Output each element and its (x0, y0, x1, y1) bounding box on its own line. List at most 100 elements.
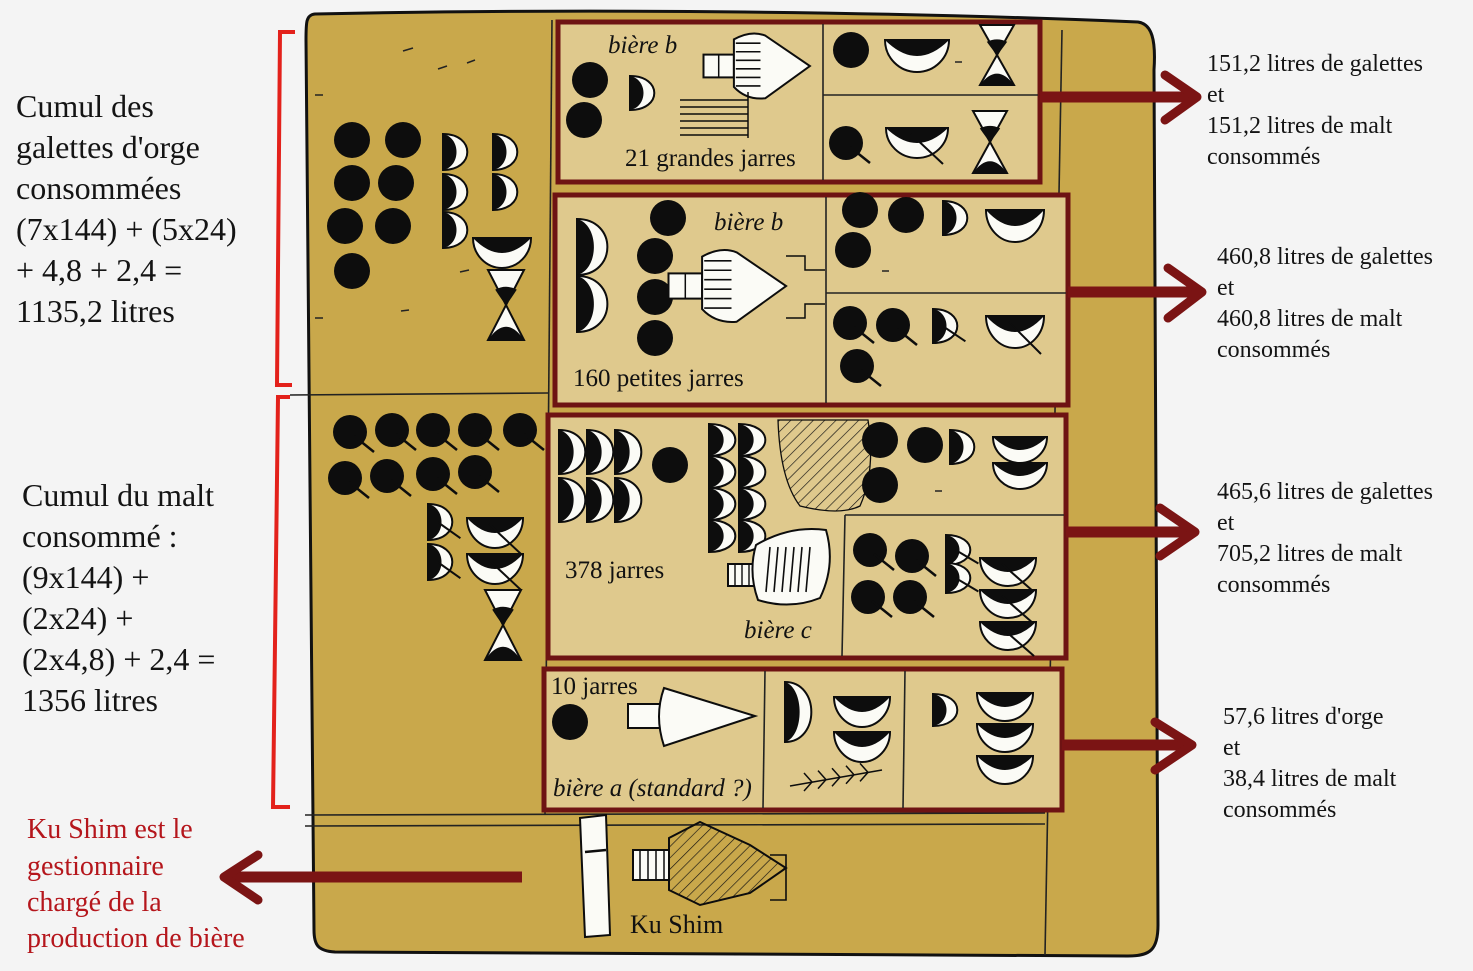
sign-part (980, 73, 1014, 85)
numeral-circle-sign (572, 62, 608, 98)
sign-part (577, 276, 594, 332)
sign-part (739, 424, 754, 456)
d-numeral-sign (784, 680, 813, 744)
sign-part (709, 424, 724, 456)
sign-part (709, 488, 724, 520)
beer-jar-cone-sign (627, 686, 759, 748)
total-note-line: consommés (1223, 797, 1336, 823)
sign-part (353, 435, 375, 453)
sign-part (1001, 595, 1035, 625)
sign-part (817, 770, 828, 790)
numeral-circle-incised-sign (829, 126, 871, 164)
sign-part (860, 369, 882, 387)
d-numeral-incised-sign (945, 533, 979, 567)
numeral-circle-sign (334, 122, 370, 158)
box-labels: bière b 21 grandes jarres bière b 160 pe… (551, 32, 812, 939)
sign-part (578, 813, 612, 939)
sign-part (910, 133, 944, 165)
bowl-sign-incised (978, 621, 1038, 657)
sign-part (630, 76, 644, 110)
numeral-circle-sign (552, 704, 588, 740)
tablet-signs (327, 24, 1049, 939)
arrow-head (1163, 263, 1207, 323)
scratch (437, 65, 448, 70)
sign-part (915, 559, 937, 577)
sign-part (467, 518, 523, 533)
bowl-sign-incised (984, 315, 1046, 355)
total-note-line: et (1207, 82, 1225, 108)
numeral-circle-incised-sign (895, 539, 937, 577)
box3-divider-v (841, 514, 846, 657)
d-numeral-sign (614, 428, 643, 476)
numeral-circle-incised-sign (416, 457, 458, 495)
numeral-circle-incised-sign (851, 580, 893, 618)
total-note-line: consommés (1217, 572, 1330, 598)
numeral-circle-sign (835, 232, 871, 268)
barley-cakes-line: galettes d'orge (16, 129, 200, 165)
jar-lid-sign (786, 255, 825, 319)
ruling-bottom-row-2 (304, 823, 1046, 827)
sign-part (886, 128, 948, 143)
numeral-circle-sign (637, 238, 673, 274)
sign-part (789, 546, 795, 593)
sign-part (473, 238, 531, 253)
sign-part (488, 523, 522, 555)
sign-part (478, 433, 500, 451)
d-numeral-sign (442, 132, 469, 172)
sign-part (933, 694, 947, 726)
sign-part (1001, 563, 1035, 593)
numeral-circle-sign (888, 197, 924, 233)
box3-beer-type: bière c (744, 617, 812, 644)
d-numeral-sign (738, 486, 767, 522)
sign-part (986, 316, 1044, 332)
sign-part (781, 546, 787, 593)
d-numeral-sign (708, 486, 737, 522)
box1-beer-type: bière b (608, 32, 677, 59)
sign-part (467, 554, 523, 569)
scratch (402, 47, 414, 52)
sign-part (348, 481, 370, 499)
beer-jar-sign (702, 32, 812, 100)
numeral-circle-incised-sign (833, 306, 875, 344)
bowl-sign (975, 755, 1035, 785)
numeral-circle-incised-sign (333, 415, 375, 453)
sign-part (443, 134, 457, 170)
d-numeral-sign (708, 518, 737, 554)
sign-part (786, 255, 825, 319)
box2-beer-type: bière b (714, 209, 783, 236)
sign-part (986, 39, 1008, 55)
total-note-line: 460,8 litres de malt (1217, 306, 1403, 332)
manager-note-line: production de bière (27, 923, 245, 954)
d-numeral-sign (586, 476, 615, 524)
bowl-sign (832, 731, 892, 763)
scratch (466, 59, 476, 64)
numeral-circle-sign (378, 165, 414, 201)
box4-jar-count: 10 jarres (551, 673, 638, 700)
bowl-sign (471, 237, 533, 269)
sign-part (773, 546, 779, 593)
arrow-head (1155, 503, 1200, 561)
d-numeral-sign (558, 476, 587, 524)
sign-part (658, 686, 759, 748)
bowl-sign (883, 39, 951, 73)
box4-divider-v1 (762, 670, 766, 809)
d-numeral-incised-sign (945, 561, 979, 595)
numeral-circle-incised-sign (503, 413, 545, 451)
sign-part (871, 600, 893, 618)
sign-part (797, 546, 803, 593)
arrow-right-4 (1062, 717, 1197, 775)
numeral-circle-sign (334, 165, 370, 201)
sign-part (789, 769, 883, 787)
total-note-line: consommés (1217, 337, 1330, 363)
numeral-circle-incised-sign (458, 413, 500, 451)
numeral-circle-sign (327, 208, 363, 244)
sign-part (943, 201, 957, 235)
barley-cakes-line: consommées (16, 170, 181, 206)
numeral-circle-incised-sign (416, 413, 458, 451)
sign-part (577, 219, 594, 275)
sign-part (587, 430, 602, 474)
sign-part (993, 463, 1047, 476)
d-numeral-incised-sign (427, 502, 461, 542)
bowl-sign (975, 692, 1035, 722)
